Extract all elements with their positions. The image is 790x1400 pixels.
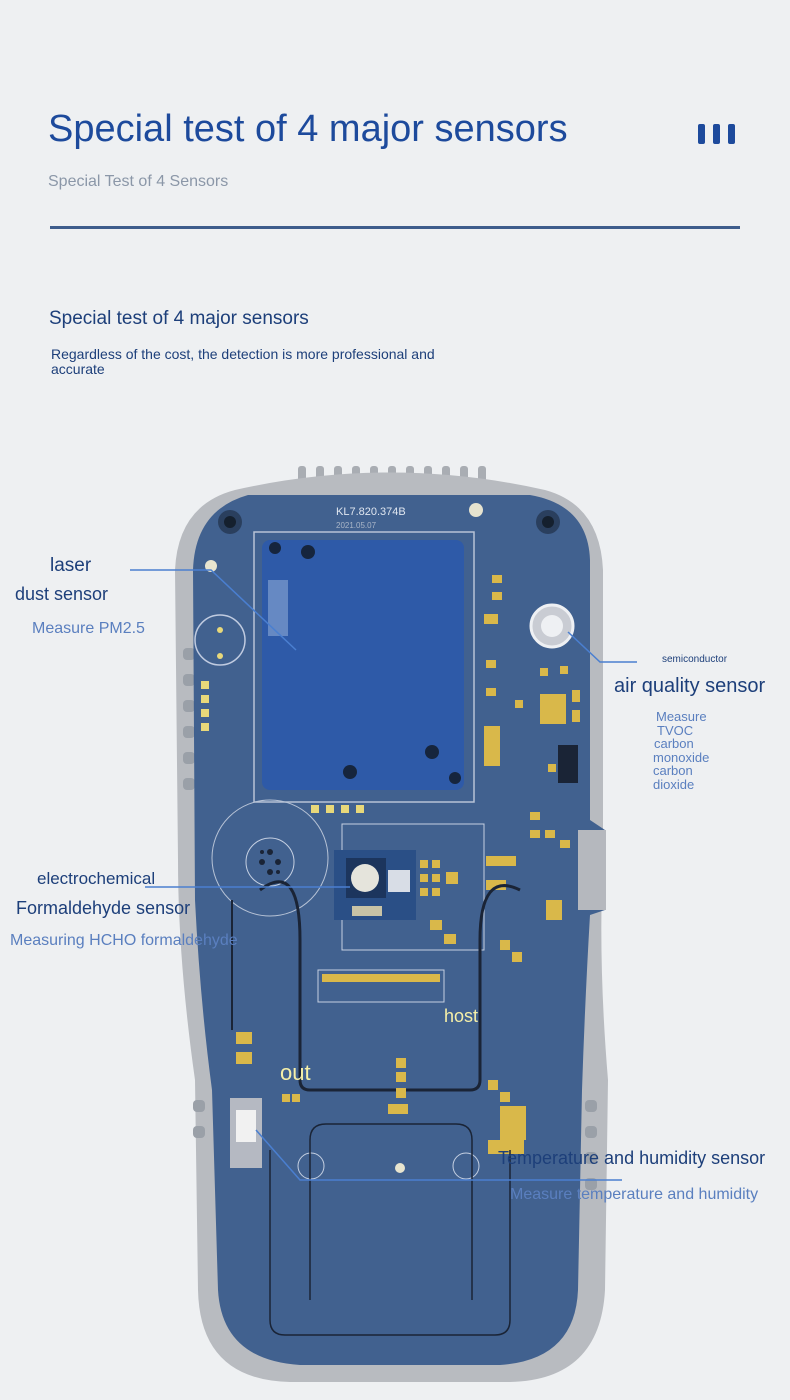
- formaldehyde-description: Measuring HCHO formaldehyde: [10, 932, 238, 949]
- page-subtitle: Special Test of 4 Sensors: [48, 173, 229, 190]
- laser-description: Measure PM2.5: [32, 620, 145, 637]
- air-quality-desc-line: carbon: [654, 736, 694, 751]
- air-quality-desc-line: monoxide: [653, 749, 710, 765]
- host-label: host: [444, 1006, 479, 1026]
- menu-bars-icon: [698, 124, 738, 146]
- mounting-holes: [218, 503, 560, 534]
- air-quality-callout-line: [567, 631, 637, 663]
- pcb-model-code: KL7.820.374B: [336, 506, 406, 518]
- out-label: out: [280, 1060, 311, 1085]
- air-quality-sensor-label: air quality sensor: [614, 675, 766, 697]
- air-quality-desc-line: carbon: [653, 763, 693, 778]
- air-quality-desc-line: dioxide: [653, 776, 695, 792]
- temp-humidity-callout-line: [255, 1129, 622, 1181]
- page-title: Special test of 4 major sensors: [48, 108, 568, 150]
- section-heading: Special test of 4 major sensors: [49, 308, 309, 329]
- air-quality-desc-line: Measure: [656, 709, 707, 724]
- pcb-date-code: 2021.05.07: [336, 521, 377, 530]
- side-vents: [183, 648, 597, 1190]
- semiconductor-label: semiconductor: [662, 654, 728, 665]
- formaldehyde-sensor-label: Formaldehyde sensor: [16, 898, 191, 918]
- laser-sensor-module: [262, 540, 464, 790]
- dust-sensor-label: dust sensor: [15, 584, 109, 604]
- temp-humidity-sensor-label: Temperature and humidity sensor: [498, 1148, 766, 1168]
- section-description: Regardless of the cost, the detection is…: [51, 346, 435, 377]
- header-divider: [50, 226, 740, 229]
- laser-label: laser: [50, 555, 92, 576]
- air-quality-desc-line: TVOC: [657, 722, 694, 738]
- electrochemical-label: electrochemical: [37, 869, 156, 888]
- callout-lines: [130, 569, 637, 1181]
- laser-callout-line: [130, 569, 297, 651]
- temp-humidity-description: Measure temperature and humidity: [510, 1186, 759, 1203]
- air-quality-description: Measure TVOC carbon monoxide carbon diox…: [653, 710, 709, 791]
